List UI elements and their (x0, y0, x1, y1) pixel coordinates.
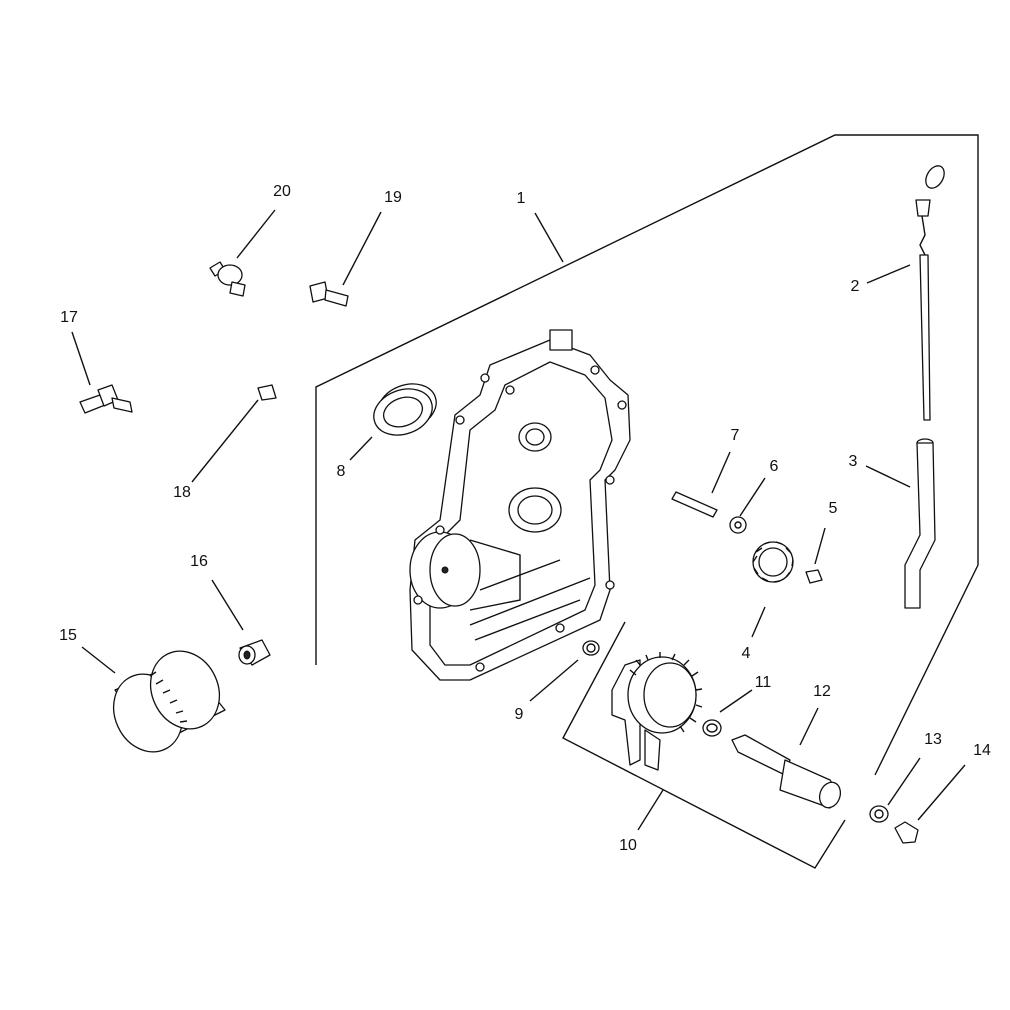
callout-5: 5 (828, 500, 838, 517)
screw-18 (257, 384, 277, 401)
assembly-boundary-1 (315, 134, 979, 776)
callout-7: 7 (730, 427, 740, 444)
governor-gear (752, 541, 794, 583)
gear-cover (409, 329, 631, 681)
callout-19: 19 (384, 189, 402, 206)
callout-18: 18 (173, 484, 191, 501)
plug-5 (805, 569, 823, 584)
callout-20: 20 (273, 183, 291, 200)
o-ring-11 (702, 719, 722, 737)
dipstick (915, 165, 945, 421)
washer-13 (869, 805, 889, 823)
clip-6 (729, 516, 747, 534)
callout-14: 14 (973, 742, 991, 759)
callout-6: 6 (769, 458, 779, 475)
oil-filter (112, 650, 226, 753)
callout-11: 11 (754, 674, 772, 691)
callout-16: 16 (190, 553, 208, 570)
leader-lines (71, 209, 966, 831)
callout-8: 8 (336, 463, 346, 480)
callout-2: 2 (850, 278, 860, 295)
plug-16 (238, 639, 271, 666)
callout-9: 9 (514, 706, 524, 723)
callout-1: 1 (516, 190, 526, 207)
dipstick-tube (904, 438, 936, 609)
assembly-boundary-10 (562, 621, 846, 869)
pin-7 (671, 491, 718, 518)
elbow-fitting (79, 384, 133, 414)
callout-15: 15 (59, 627, 77, 644)
bolt-19 (309, 281, 349, 307)
callout-3: 3 (848, 453, 858, 470)
callout-12: 12 (813, 683, 831, 700)
oil-pressure-switch (209, 261, 246, 297)
oil-seal (373, 383, 437, 436)
drain-plug-14 (894, 821, 919, 844)
callout-17: 17 (60, 309, 78, 326)
o-ring-9 (582, 640, 600, 656)
oil-strainer (731, 734, 842, 809)
oil-pump (611, 652, 703, 771)
callout-13: 13 (924, 731, 942, 748)
callout-4: 4 (741, 645, 751, 662)
callout-10: 10 (619, 837, 637, 854)
